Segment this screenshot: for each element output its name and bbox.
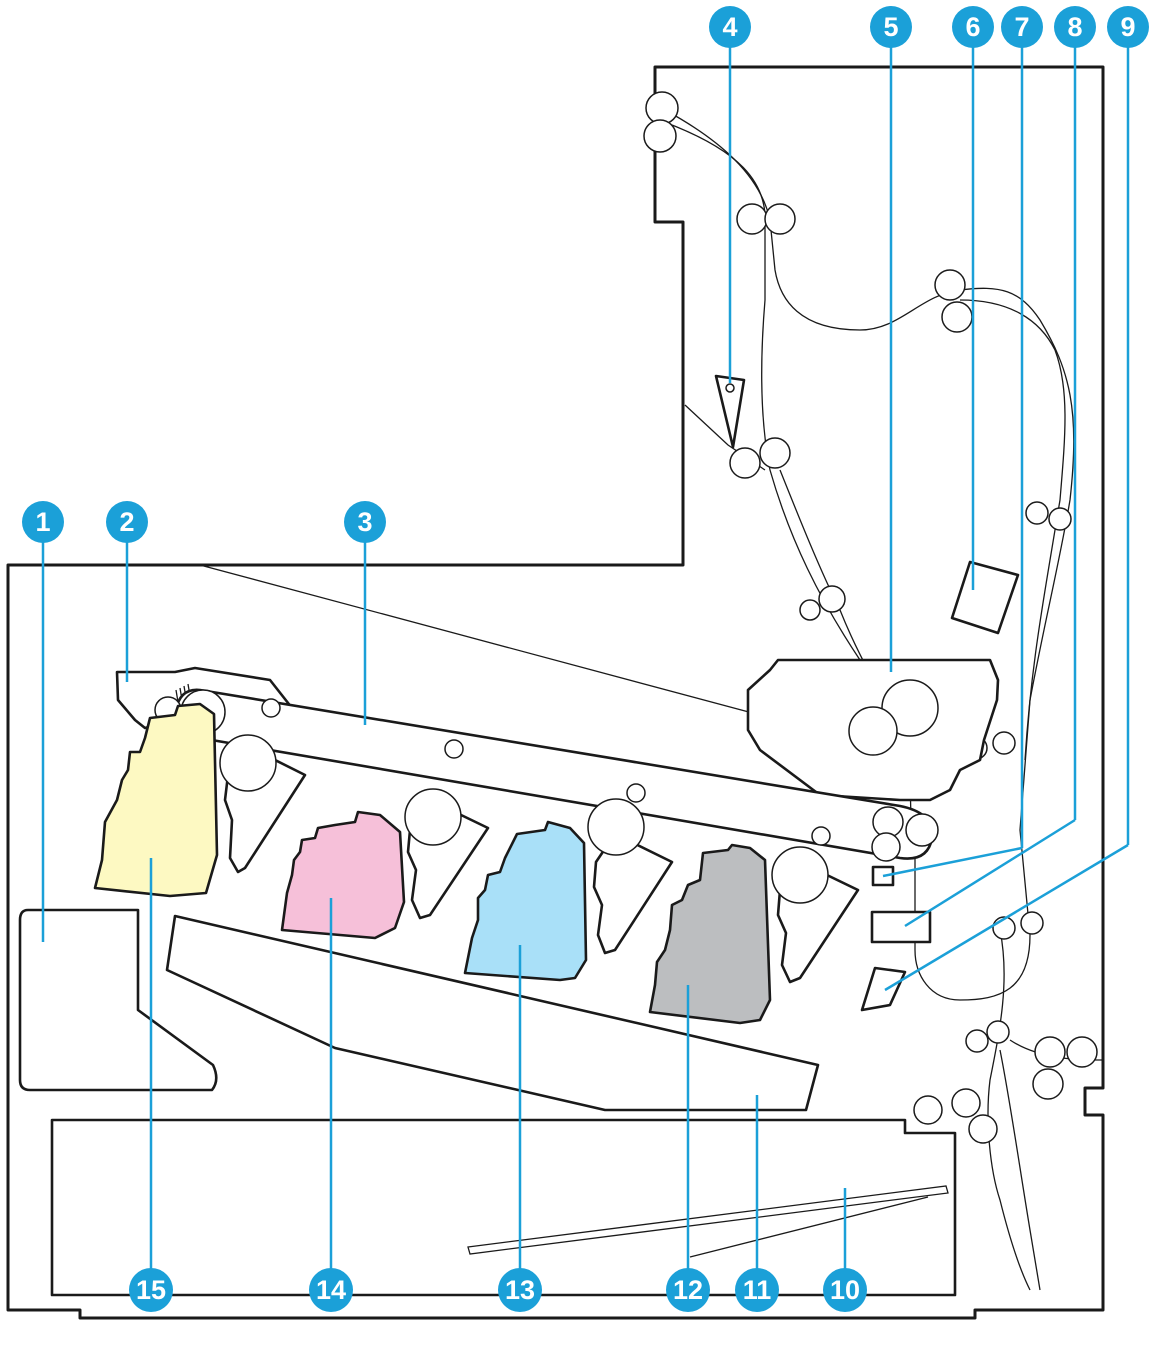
toner-cartridge-yellow	[95, 704, 217, 896]
callout-label: 12	[673, 1275, 703, 1305]
roller	[1033, 1069, 1063, 1099]
duplex-sensor-block	[952, 562, 1018, 633]
callout-label: 10	[830, 1275, 860, 1305]
paper-cassette	[52, 1120, 955, 1295]
callout-5: 5	[870, 6, 912, 48]
pressure-roller	[849, 707, 897, 755]
developer-unit-4	[772, 847, 858, 982]
roller	[737, 204, 767, 234]
roller	[993, 732, 1015, 754]
developer-unit-3	[588, 799, 672, 953]
callout-label: 6	[965, 12, 980, 42]
callout-label: 5	[883, 12, 898, 42]
roller	[914, 1096, 942, 1124]
fuser-assembly	[748, 660, 998, 800]
diverter	[716, 376, 744, 447]
belt-roller	[812, 827, 830, 845]
callout-label: 9	[1120, 12, 1135, 42]
secondary-transfer-roller	[872, 833, 900, 861]
roller	[730, 448, 760, 478]
callout-9: 9	[1107, 6, 1149, 48]
callout-3: 3	[344, 501, 386, 543]
callout-12: 12	[666, 1268, 710, 1312]
callout-11: 11	[735, 1268, 779, 1312]
belt-roller	[262, 699, 280, 717]
callout-10: 10	[823, 1268, 867, 1312]
roller	[1035, 1037, 1065, 1067]
developer-unit-1	[220, 735, 305, 872]
roller	[942, 302, 972, 332]
roller	[646, 92, 678, 124]
callout-6: 6	[952, 6, 994, 48]
top-cover-line	[200, 565, 760, 715]
callout-1: 1	[22, 501, 64, 543]
toner-cartridge-black	[650, 845, 770, 1023]
roller	[1067, 1037, 1097, 1067]
roller	[1021, 912, 1043, 934]
callout-label: 11	[743, 1275, 772, 1305]
callout-2: 2	[106, 501, 148, 543]
callout-label: 3	[357, 507, 372, 537]
callout-13: 13	[498, 1268, 542, 1312]
roller	[819, 586, 845, 612]
belt-roller	[627, 784, 645, 802]
callout-label: 7	[1014, 12, 1029, 42]
callout-14: 14	[309, 1268, 353, 1312]
roller	[760, 438, 790, 468]
belt-roller	[445, 740, 463, 758]
callout-7: 7	[1001, 6, 1043, 48]
roller	[644, 120, 676, 152]
callout-15: 15	[129, 1268, 173, 1312]
roller	[969, 1115, 997, 1143]
developer-unit-2	[405, 789, 488, 918]
roller	[1026, 502, 1048, 524]
callout-8: 8	[1054, 6, 1096, 48]
callout-label: 13	[505, 1275, 535, 1305]
toner-cartridge-cyan	[465, 822, 586, 980]
roller	[935, 270, 965, 300]
sensor-part-9	[862, 968, 905, 1010]
toner-cartridge-magenta	[282, 812, 404, 938]
roller	[966, 1030, 988, 1052]
roller	[765, 204, 795, 234]
callout-label: 2	[119, 507, 134, 537]
roller	[800, 600, 820, 620]
roller	[1049, 508, 1071, 530]
roller	[952, 1089, 980, 1117]
secondary-transfer-roller	[906, 814, 938, 846]
callout-label: 4	[722, 12, 737, 42]
callout-label: 14	[316, 1275, 346, 1305]
callout-label: 15	[136, 1275, 166, 1305]
callout-label: 1	[35, 507, 50, 537]
roller	[987, 1021, 1009, 1043]
callout-4: 4	[709, 6, 751, 48]
callout-label: 8	[1067, 12, 1082, 42]
